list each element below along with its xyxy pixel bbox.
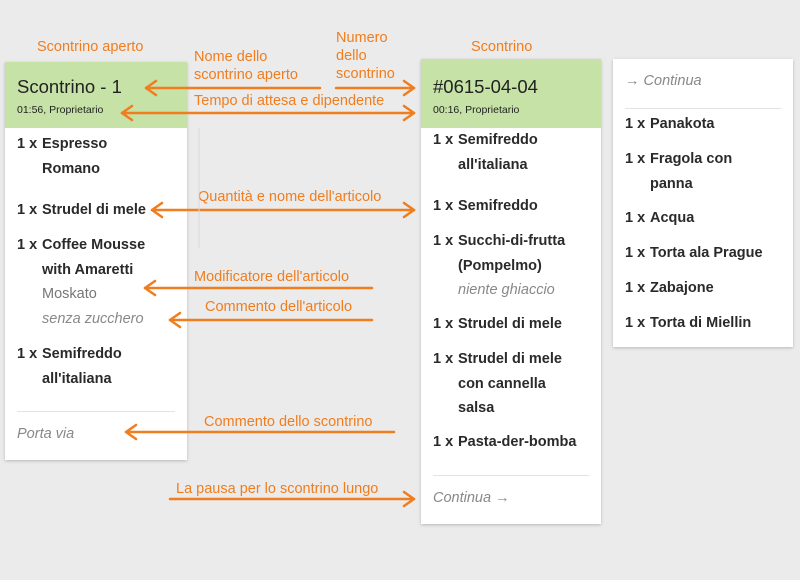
arrow-open-receipt-name bbox=[144, 79, 322, 97]
item-comment: niente ghiaccio bbox=[458, 282, 555, 298]
wait-time-employee: 00:16, Proprietario bbox=[433, 104, 520, 116]
divider bbox=[17, 411, 175, 412]
divider bbox=[433, 475, 589, 476]
label-receipt-number: Numero dello scontrino bbox=[336, 30, 395, 82]
arrow-receipt-number bbox=[334, 79, 416, 97]
label-open-receipt: Scontrino aperto bbox=[37, 39, 144, 55]
label-qty-item-name: Quantità e nome dell'articolo bbox=[198, 189, 382, 205]
arrow-receipt-comment bbox=[124, 423, 396, 441]
wait-time-employee: 01:56, Proprietario bbox=[17, 104, 104, 116]
label-receipt: Scontrino bbox=[471, 39, 533, 55]
label-item-modifier: Modificatore dell'articolo bbox=[194, 269, 350, 285]
label-wait-time-employee: Tempo di attesa e dipendente bbox=[194, 93, 385, 109]
label-open-receipt-name: Nome dello scontrino aperto bbox=[194, 49, 298, 83]
label-receipt-comment: Commento dello scontrino bbox=[204, 414, 373, 430]
arrow-item-comment bbox=[168, 311, 374, 329]
item-comment: senza zucchero bbox=[42, 310, 144, 327]
open-receipt-name: Scontrino - 1 bbox=[17, 76, 122, 97]
arrow-wait-time-employee bbox=[120, 104, 416, 122]
arrow-qty-item-name bbox=[150, 201, 416, 219]
arrow-item-modifier bbox=[143, 279, 374, 297]
receipt-number: #0615-04-04 bbox=[433, 76, 538, 97]
label-long-receipt-break: La pausa per lo scontrino lungo bbox=[176, 481, 379, 497]
receipt-comment: Porta via bbox=[17, 426, 75, 442]
continue-link[interactable]: Continua → bbox=[433, 490, 510, 506]
item-modifier: Moskato bbox=[42, 286, 97, 302]
continue-header: → Continua bbox=[625, 73, 702, 89]
label-item-comment: Commento dell'articolo bbox=[205, 299, 353, 315]
receipt-header: #0615-04-04 00:16, Proprietario bbox=[421, 59, 601, 128]
arrow-long-receipt-break bbox=[168, 490, 416, 508]
divider bbox=[625, 108, 781, 109]
